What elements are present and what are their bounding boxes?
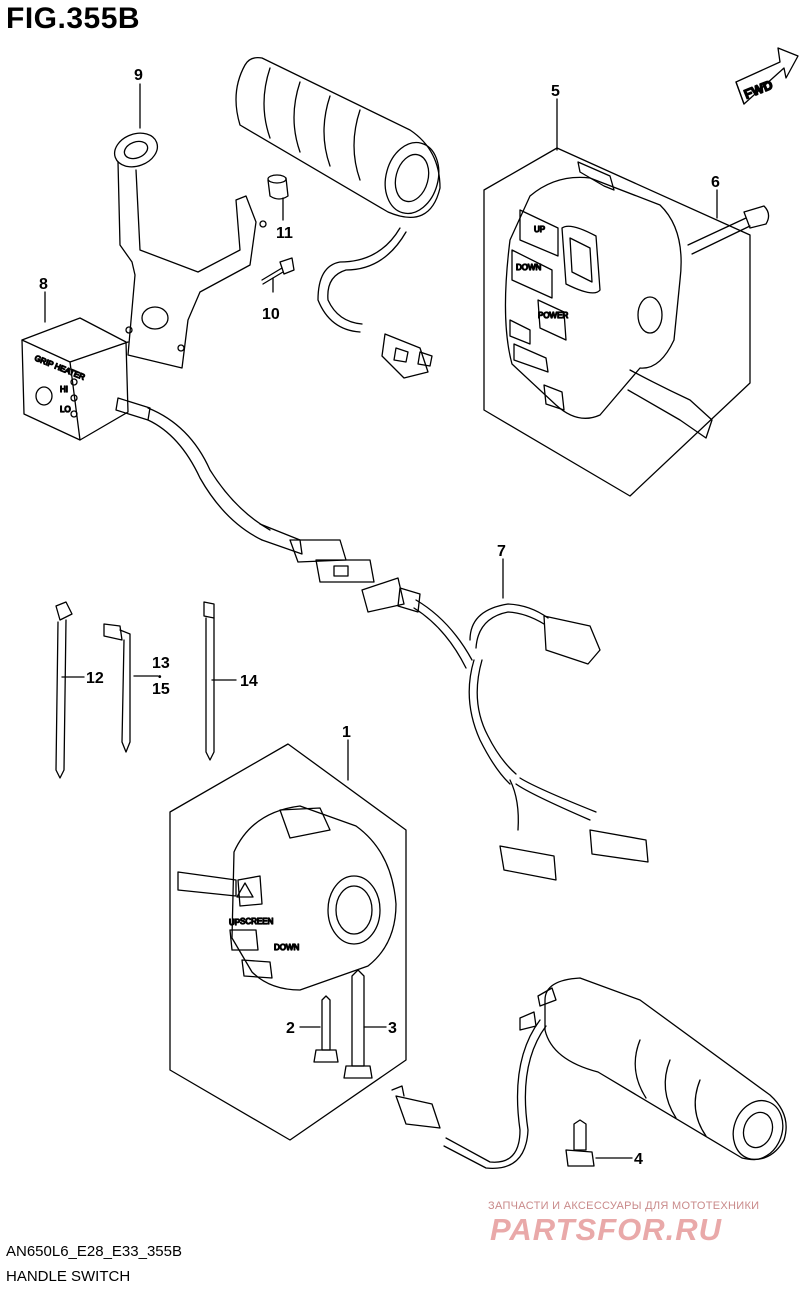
screw-part-4 [565, 1119, 595, 1167]
figure-caption: HANDLE SWITCH [6, 1268, 131, 1285]
watermark-logo: PARTSFOR.RU [490, 1212, 723, 1247]
leader-lines [44, 83, 718, 1159]
collar-part-11 [267, 174, 289, 200]
heater-switch-part-8: GRIP HEATER HI LO [21, 317, 375, 583]
right-grip-top [235, 57, 441, 379]
callout-separator: • [158, 672, 162, 683]
hi-label: HI [60, 385, 68, 394]
callout-8: 8 [39, 276, 48, 293]
down-label: DOWN [516, 263, 542, 272]
switch-box-part-1 [169, 743, 407, 1141]
power-label: POWER [538, 311, 568, 320]
cable-tie-part-14 [203, 601, 215, 761]
up-left-label: UP [229, 918, 240, 927]
figure-title: FIG.355B [6, 2, 141, 35]
lo-label: LO [60, 405, 71, 414]
callout-1: 1 [342, 724, 351, 741]
callout-14: 14 [240, 673, 258, 690]
cable-tie-part-12 [55, 601, 73, 779]
screw-part-6 [687, 205, 770, 255]
callout-9: 9 [134, 67, 143, 84]
callout-11: 11 [276, 225, 293, 242]
left-grip-bottom [391, 977, 787, 1169]
down-left-label: DOWN [274, 943, 300, 952]
screws-parts-2-3 [313, 969, 373, 1079]
up-label: UP [534, 225, 545, 234]
left-switch-housing: UP SCREEN DOWN [177, 805, 397, 991]
callout-13: 13 [152, 655, 170, 672]
screen-label: SCREEN [240, 917, 274, 926]
callout-4: 4 [634, 1151, 643, 1168]
screw-part-10 [261, 257, 295, 285]
callout-2: 2 [286, 1020, 295, 1037]
callout-15: 15 [152, 681, 170, 698]
callout-5: 5 [551, 83, 560, 100]
callout-numbers: 9 5 6 8 11 10 7 1 12 13 • 15 14 2 3 4 [39, 67, 720, 1168]
bracket-part-9 [113, 132, 267, 369]
callout-10: 10 [262, 306, 280, 323]
watermark-tagline: ЗАПЧАСТИ И АКСЕССУАРЫ ДЛЯ МОТОТЕХНИКИ [488, 1200, 760, 1212]
callout-12: 12 [86, 670, 104, 687]
clamp-part-13-15 [103, 623, 131, 753]
callout-6: 6 [711, 174, 720, 191]
callout-7: 7 [497, 543, 506, 560]
fwd-arrow-icon: FWD [735, 47, 799, 105]
switch-box-part-5 [483, 147, 751, 497]
harness-part-7 [361, 577, 649, 881]
figure-code: AN650L6_E28_E33_355B [6, 1243, 182, 1260]
callout-3: 3 [388, 1020, 397, 1037]
right-switch-housing: UP DOWN POWER [504, 161, 713, 439]
